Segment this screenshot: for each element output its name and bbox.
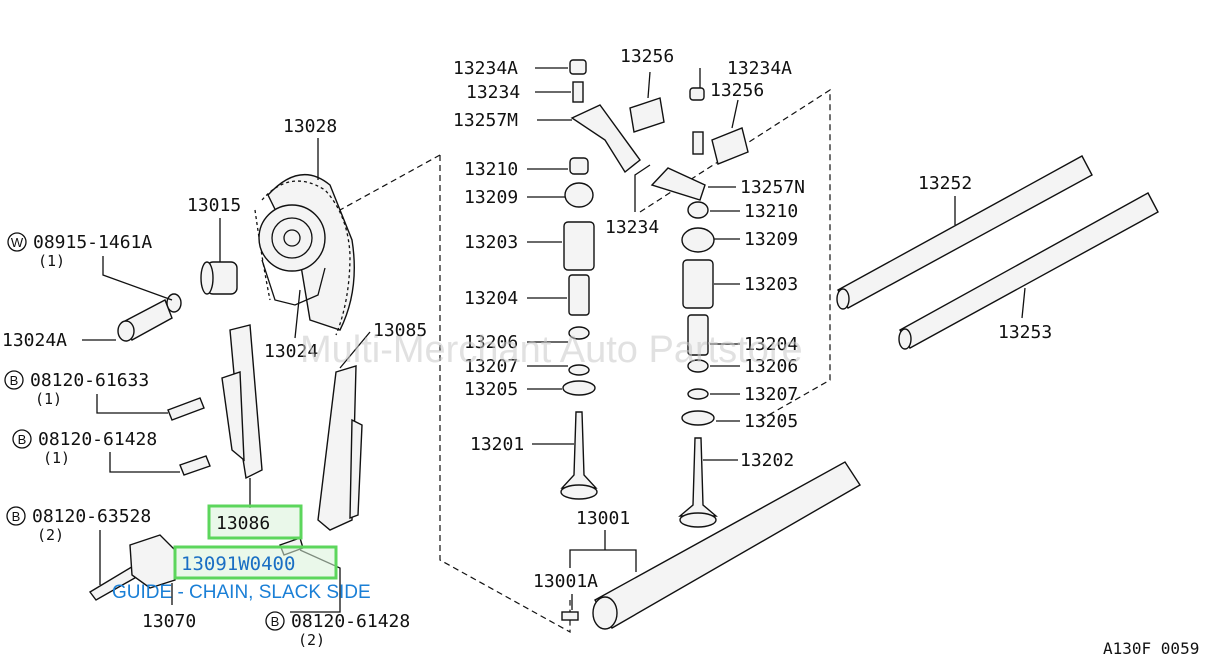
label-13203-left: 13203 — [464, 232, 518, 253]
label-13257M: 13257M — [453, 110, 518, 131]
bolt-w-qty: (1) — [38, 252, 65, 270]
rocker-arm-13257N — [650, 167, 706, 201]
tensioner-13070 — [129, 534, 176, 589]
bolt-w-code: 08915-1461A — [33, 232, 152, 253]
prefix-b: B — [18, 432, 27, 447]
label-13202: 13202 — [740, 450, 794, 471]
figure-reference: A130F 0059 — [1103, 639, 1199, 658]
label-13253: 13253 — [998, 322, 1052, 343]
spring-13256-left — [629, 97, 665, 133]
camshaft-sprocket — [258, 204, 326, 272]
label-13234A-right: 13234A — [727, 58, 792, 79]
label-13203-right: 13203 — [744, 274, 798, 295]
callout-08120-63528: B 08120-63528 (2) — [6, 506, 151, 544]
b-circle-icon — [4, 370, 24, 390]
label-13207-left: 13207 — [464, 356, 518, 377]
bolt-b3-code: 08120-63528 — [32, 506, 151, 527]
bolt-b4-code: 08120-61428 — [291, 611, 410, 632]
watermark: Multi-Merchant Auto Partstore — [300, 329, 803, 371]
label-13234-center: 13234 — [605, 217, 659, 238]
label-13205-right: 13205 — [744, 411, 798, 432]
chain-sprocket-assembly — [254, 173, 355, 336]
rocker-arm-13257M — [570, 104, 641, 174]
bolt-b2-qty: (1) — [43, 449, 70, 467]
bolt-b3-qty: (2) — [37, 526, 64, 544]
highlight-box-13091W0400[interactable] — [173, 545, 338, 580]
label-13257N: 13257N — [740, 177, 805, 198]
label-13024: 13024 — [264, 341, 318, 362]
camshaft-13001 — [594, 461, 861, 629]
washer — [166, 293, 182, 313]
label-13234-left: 13234 — [466, 82, 520, 103]
label-13206-left: 13206 — [464, 332, 518, 353]
b-circle-icon — [6, 506, 26, 526]
label-13210-left: 13210 — [464, 159, 518, 180]
b-circle-icon — [12, 429, 32, 449]
label-13085: 13085 — [373, 320, 427, 341]
label-13001: 13001 — [576, 508, 630, 529]
label-13256-right: 13256 — [710, 80, 764, 101]
b-circle-icon — [265, 611, 285, 631]
bolt-08120-61633 — [167, 397, 205, 421]
label-13204-right: 13204 — [744, 334, 798, 355]
valve-stack-right — [650, 87, 749, 528]
callout-08120-61633: B 08120-61633 (1) — [4, 370, 149, 408]
prefix-b: B — [271, 614, 280, 629]
valve-13202 — [678, 437, 718, 517]
label-13209-left: 13209 — [464, 187, 518, 208]
callout-08120-61428: B 08120-61428 (1) — [12, 429, 157, 467]
label-13201: 13201 — [470, 434, 524, 455]
label-13256-left: 13256 — [620, 46, 674, 67]
highlight-part-13086[interactable]: 13086 — [216, 513, 270, 534]
frame-link-sprocket — [339, 154, 441, 211]
prefix-w: W — [11, 235, 24, 250]
highlight-part-13091W0400[interactable]: 13091W0400 — [181, 553, 295, 575]
label-13210-right: 13210 — [744, 201, 798, 222]
dowel-13001A — [561, 611, 579, 621]
prefix-b: B — [10, 373, 19, 388]
assembly-frame-left — [439, 155, 571, 634]
chain-guide-13085 — [317, 365, 357, 531]
valve-spring-13203-left — [563, 221, 595, 271]
label-13024A: 13024A — [2, 330, 67, 351]
leader-lines — [82, 67, 1026, 613]
bolt-b4-qty: (2) — [298, 631, 325, 649]
label-13070: 13070 — [142, 611, 196, 632]
label-13206-right: 13206 — [744, 356, 798, 377]
valve-stack-left — [560, 59, 665, 500]
bolt-b2-code: 08120-61428 — [38, 429, 157, 450]
label-13205-left: 13205 — [464, 379, 518, 400]
bolt-b1-code: 08120-61633 — [30, 370, 149, 391]
label-13234A-left: 13234A — [453, 58, 518, 79]
bolt-08120-61428 — [179, 455, 211, 476]
bolt-b1-qty: (1) — [35, 390, 62, 408]
valve-13201 — [560, 411, 598, 489]
highlight-box-13086[interactable] — [207, 504, 303, 540]
part-description: GUIDE - CHAIN, SLACK SIDE — [112, 582, 371, 603]
label-13028: 13028 — [283, 116, 337, 137]
w-circle-icon — [7, 232, 27, 252]
label-13204-left: 13204 — [464, 288, 518, 309]
valve-spring-13203-right — [682, 259, 714, 309]
label-13209-right: 13209 — [744, 229, 798, 250]
label-13015: 13015 — [187, 195, 241, 216]
label-13252: 13252 — [918, 173, 972, 194]
callout-08120-61428-2: B 08120-61428 (2) — [265, 611, 410, 649]
label-13001A: 13001A — [533, 571, 598, 592]
prefix-b: B — [12, 509, 21, 524]
callout-08915-1461A: W 08915-1461A (1) — [7, 232, 152, 270]
label-13207-right: 13207 — [744, 384, 798, 405]
spring-13256-right — [711, 127, 749, 165]
